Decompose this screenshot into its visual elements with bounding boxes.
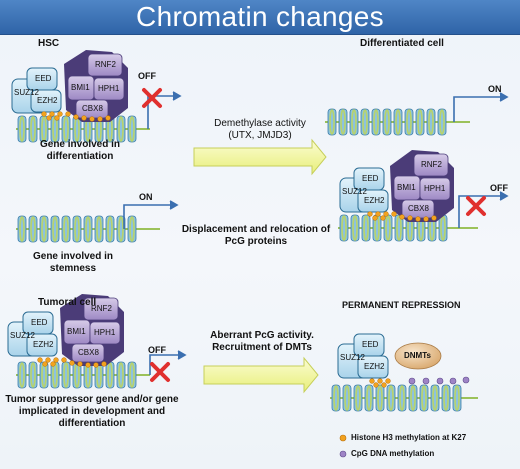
status-on-stemness: ON xyxy=(139,192,153,202)
aberrant-activity-arrow xyxy=(203,356,319,394)
protein-label-ezh2: EZH2 xyxy=(364,196,385,205)
caption-line: Gene involved in xyxy=(39,139,121,150)
status-off-tumoral: OFF xyxy=(148,345,166,355)
demethylase-caption: Demethylase activity (UTX, JMJD3) xyxy=(196,118,324,142)
protein-label-bmi1: BMI1 xyxy=(397,183,416,192)
protein-label-rnf2: RNF2 xyxy=(91,304,112,313)
status-on-differentiated: ON xyxy=(488,84,502,94)
promoter-arrow-stemness xyxy=(123,200,179,229)
legend-k27-text: Histone H3 methylation at K27 xyxy=(351,433,467,442)
legend-cpg-marker xyxy=(339,450,347,458)
caption-line: implicated in development and xyxy=(18,406,166,417)
gene-caption-stemness: Gene involved in stemness xyxy=(18,251,128,275)
chromatin-hsc xyxy=(16,115,150,143)
protein-label-hph1: HPH1 xyxy=(94,328,116,337)
displacement-caption: Displacement and relocation of PcG prote… xyxy=(176,224,336,248)
caption-line: differentiation xyxy=(46,151,114,162)
status-off-differentiated: OFF xyxy=(490,183,508,193)
repression-x-icon xyxy=(466,196,486,216)
title-banner xyxy=(0,0,520,35)
legend-cpg-text: CpG DNA methylation xyxy=(351,449,435,458)
gene-caption-tumoral: Tumor suppressor gene and/or gene implic… xyxy=(2,394,182,430)
chromatin-differentiated-top xyxy=(325,108,470,136)
protein-label-rnf2: RNF2 xyxy=(421,160,442,169)
protein-label-cbx8: CBX8 xyxy=(78,348,99,357)
protein-label-cbx8: CBX8 xyxy=(82,104,103,113)
chromatin-stemness xyxy=(16,215,160,243)
caption-line: Aberrant PcG activity. xyxy=(210,330,314,341)
caption-line: Displacement and relocation of xyxy=(181,224,331,235)
caption-line: stemness xyxy=(49,263,97,274)
caption-line: Recruitment of DMTs xyxy=(212,342,312,353)
protein-label-eed: EED xyxy=(362,340,379,349)
gene-caption-differentiation: Gene involved in differentiation xyxy=(20,139,140,163)
promoter-arrow-differentiated-top xyxy=(453,92,509,122)
caption-line: (UTX, JMJD3) xyxy=(228,130,292,141)
permanent-repression-label: PERMANENT REPRESSION xyxy=(342,300,461,310)
protein-label-hph1: HPH1 xyxy=(424,184,446,193)
protein-label-eed: EED xyxy=(31,318,48,327)
repression-x-icon xyxy=(142,88,162,108)
prc-complex-differentiated xyxy=(339,150,454,222)
protein-label-rnf2: RNF2 xyxy=(95,60,116,69)
protein-label-ezh2: EZH2 xyxy=(33,340,54,349)
repression-x-icon xyxy=(150,362,170,382)
chromatin-differentiated-bottom xyxy=(338,214,478,242)
protein-label-eed: EED xyxy=(362,174,379,183)
caption-line: Demethylase activity xyxy=(214,118,306,129)
protein-label-suz12: SUZ12 xyxy=(10,331,35,340)
tumoral-cell-label: Tumoral cell xyxy=(38,297,97,308)
protein-label-ezh2: EZH2 xyxy=(37,96,58,105)
protein-label-bmi1: BMI1 xyxy=(67,327,86,336)
protein-label-suz12: SUZ12 xyxy=(14,88,39,97)
protein-label-suz12: SUZ12 xyxy=(340,353,365,362)
promoter-arrow-differentiated-bottom xyxy=(458,191,509,228)
differentiated-cell-label: Differentiated cell xyxy=(360,38,444,49)
legend-k27-marker xyxy=(339,434,347,442)
prc-complex-hsc xyxy=(11,50,128,122)
protein-label-ezh2: EZH2 xyxy=(364,362,385,371)
caption-line: PcG proteins xyxy=(224,236,288,247)
protein-label-dnmts: DNMTs xyxy=(404,351,431,360)
aberrant-caption: Aberrant PcG activity. Recruitment of DM… xyxy=(198,330,326,354)
caption-line: differentiation xyxy=(58,418,126,429)
protein-label-eed: EED xyxy=(35,74,52,83)
caption-line: Gene involved in xyxy=(32,251,114,262)
status-off-hsc: OFF xyxy=(138,71,156,81)
chromatin-tumoral xyxy=(16,361,150,389)
caption-line: Tumor suppressor gene and/or gene xyxy=(5,394,179,405)
protein-label-cbx8: CBX8 xyxy=(408,204,429,213)
chromatin-permanent xyxy=(330,384,478,412)
figure-title: Chromatin changes xyxy=(136,1,384,32)
promoter-arrow-tumoral xyxy=(149,350,187,375)
protein-label-hph1: HPH1 xyxy=(98,84,120,93)
demethylase-arrow xyxy=(193,138,327,176)
protein-label-bmi1: BMI1 xyxy=(71,83,90,92)
hsc-label: HSC xyxy=(38,38,60,49)
prc-complex-tumoral xyxy=(7,294,124,368)
prc2-dnmt-complex xyxy=(337,333,470,388)
protein-label-suz12: SUZ12 xyxy=(342,187,367,196)
